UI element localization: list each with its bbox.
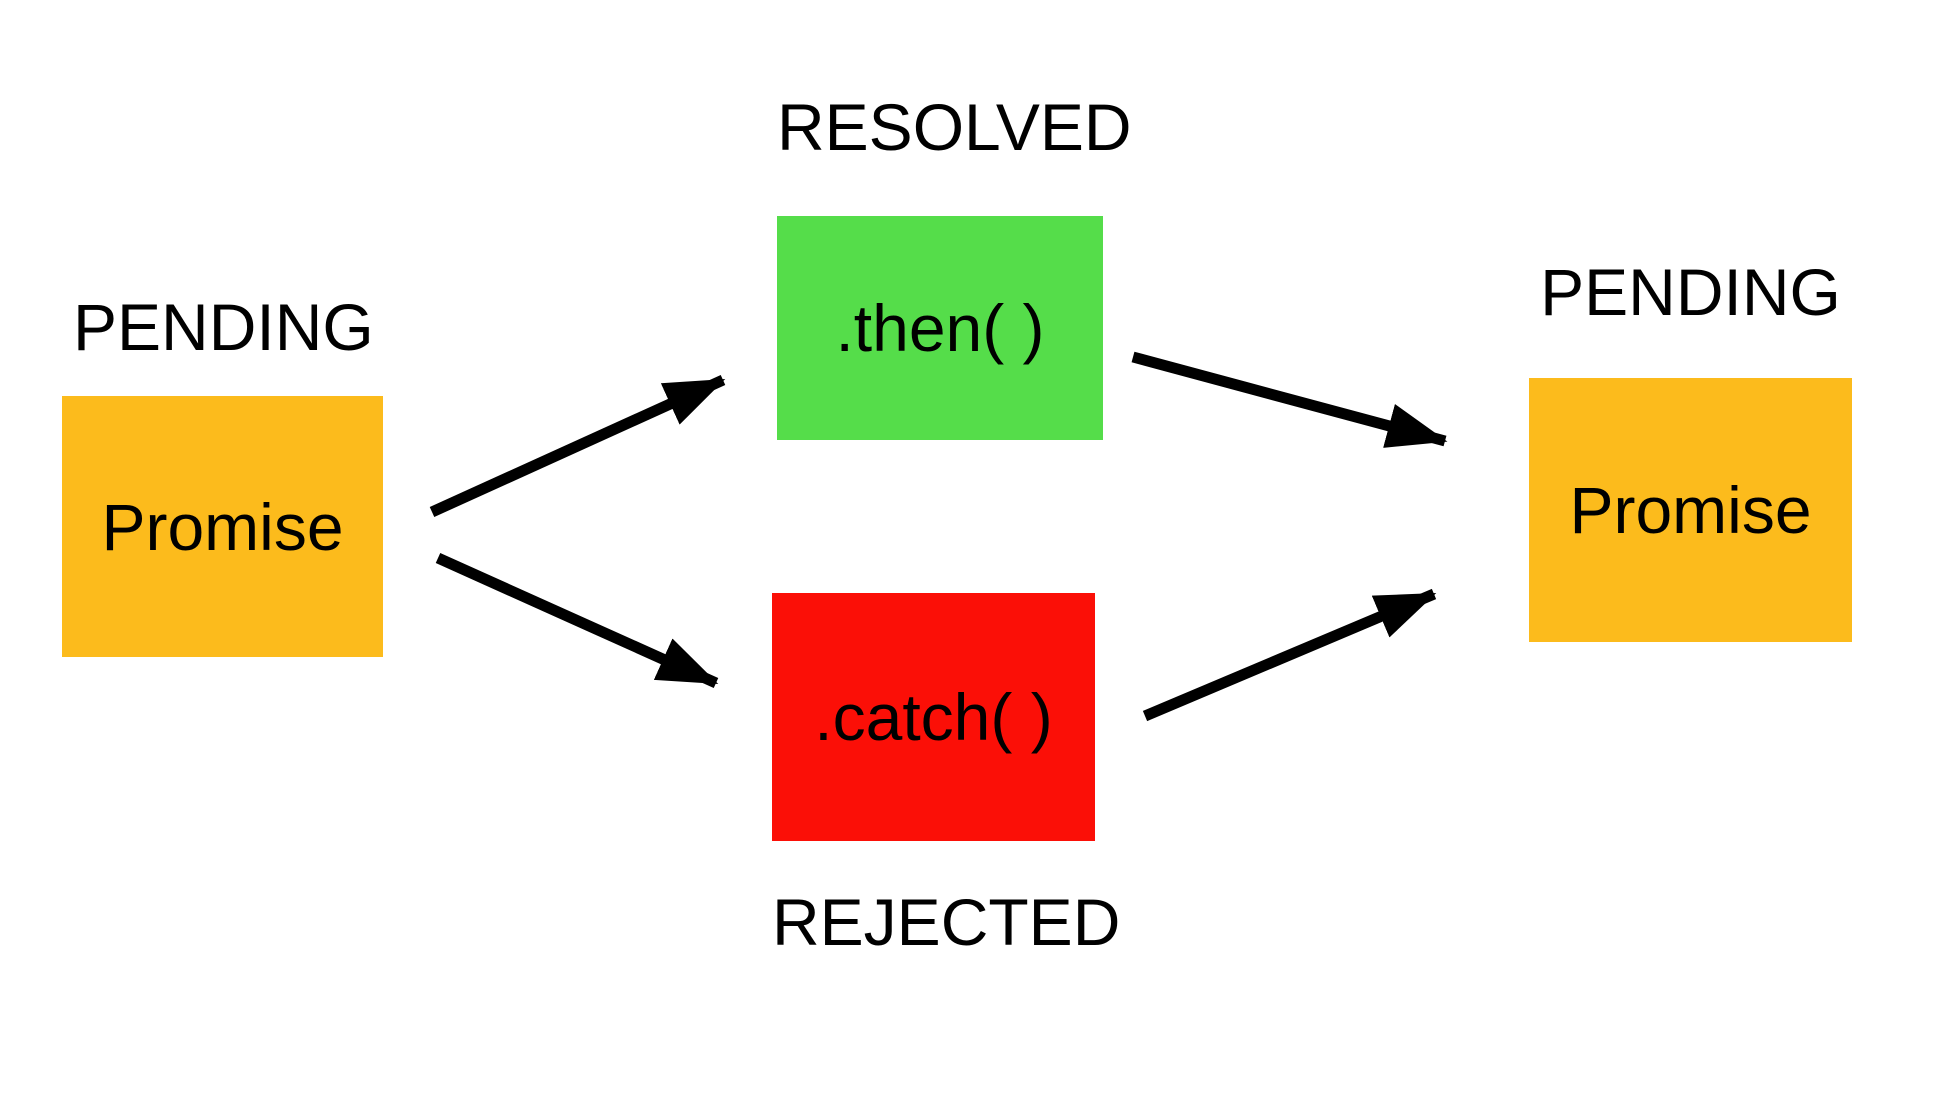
arrow-promise-to-catch	[435, 552, 719, 689]
arrow-promise-to-then	[429, 374, 726, 518]
state-label-resolved: RESOLVED	[777, 90, 1132, 164]
state-label-pending-left: PENDING	[73, 290, 374, 364]
node-catch-handler-label: .catch( )	[814, 680, 1053, 754]
node-then-handler-label: .then( )	[835, 291, 1045, 365]
state-label-rejected: REJECTED	[772, 885, 1121, 959]
node-promise-start-label: Promise	[101, 489, 344, 564]
node-promise-next: Promise	[1529, 378, 1852, 642]
node-promise-start: Promise	[62, 396, 383, 657]
arrow-then-to-promise	[1131, 351, 1448, 448]
arrow-catch-to-promise	[1142, 588, 1437, 722]
state-label-pending-right: PENDING	[1540, 255, 1841, 329]
node-promise-next-label: Promise	[1569, 473, 1812, 547]
node-then-handler: .then( )	[777, 216, 1103, 440]
node-catch-handler: .catch( )	[772, 593, 1095, 841]
